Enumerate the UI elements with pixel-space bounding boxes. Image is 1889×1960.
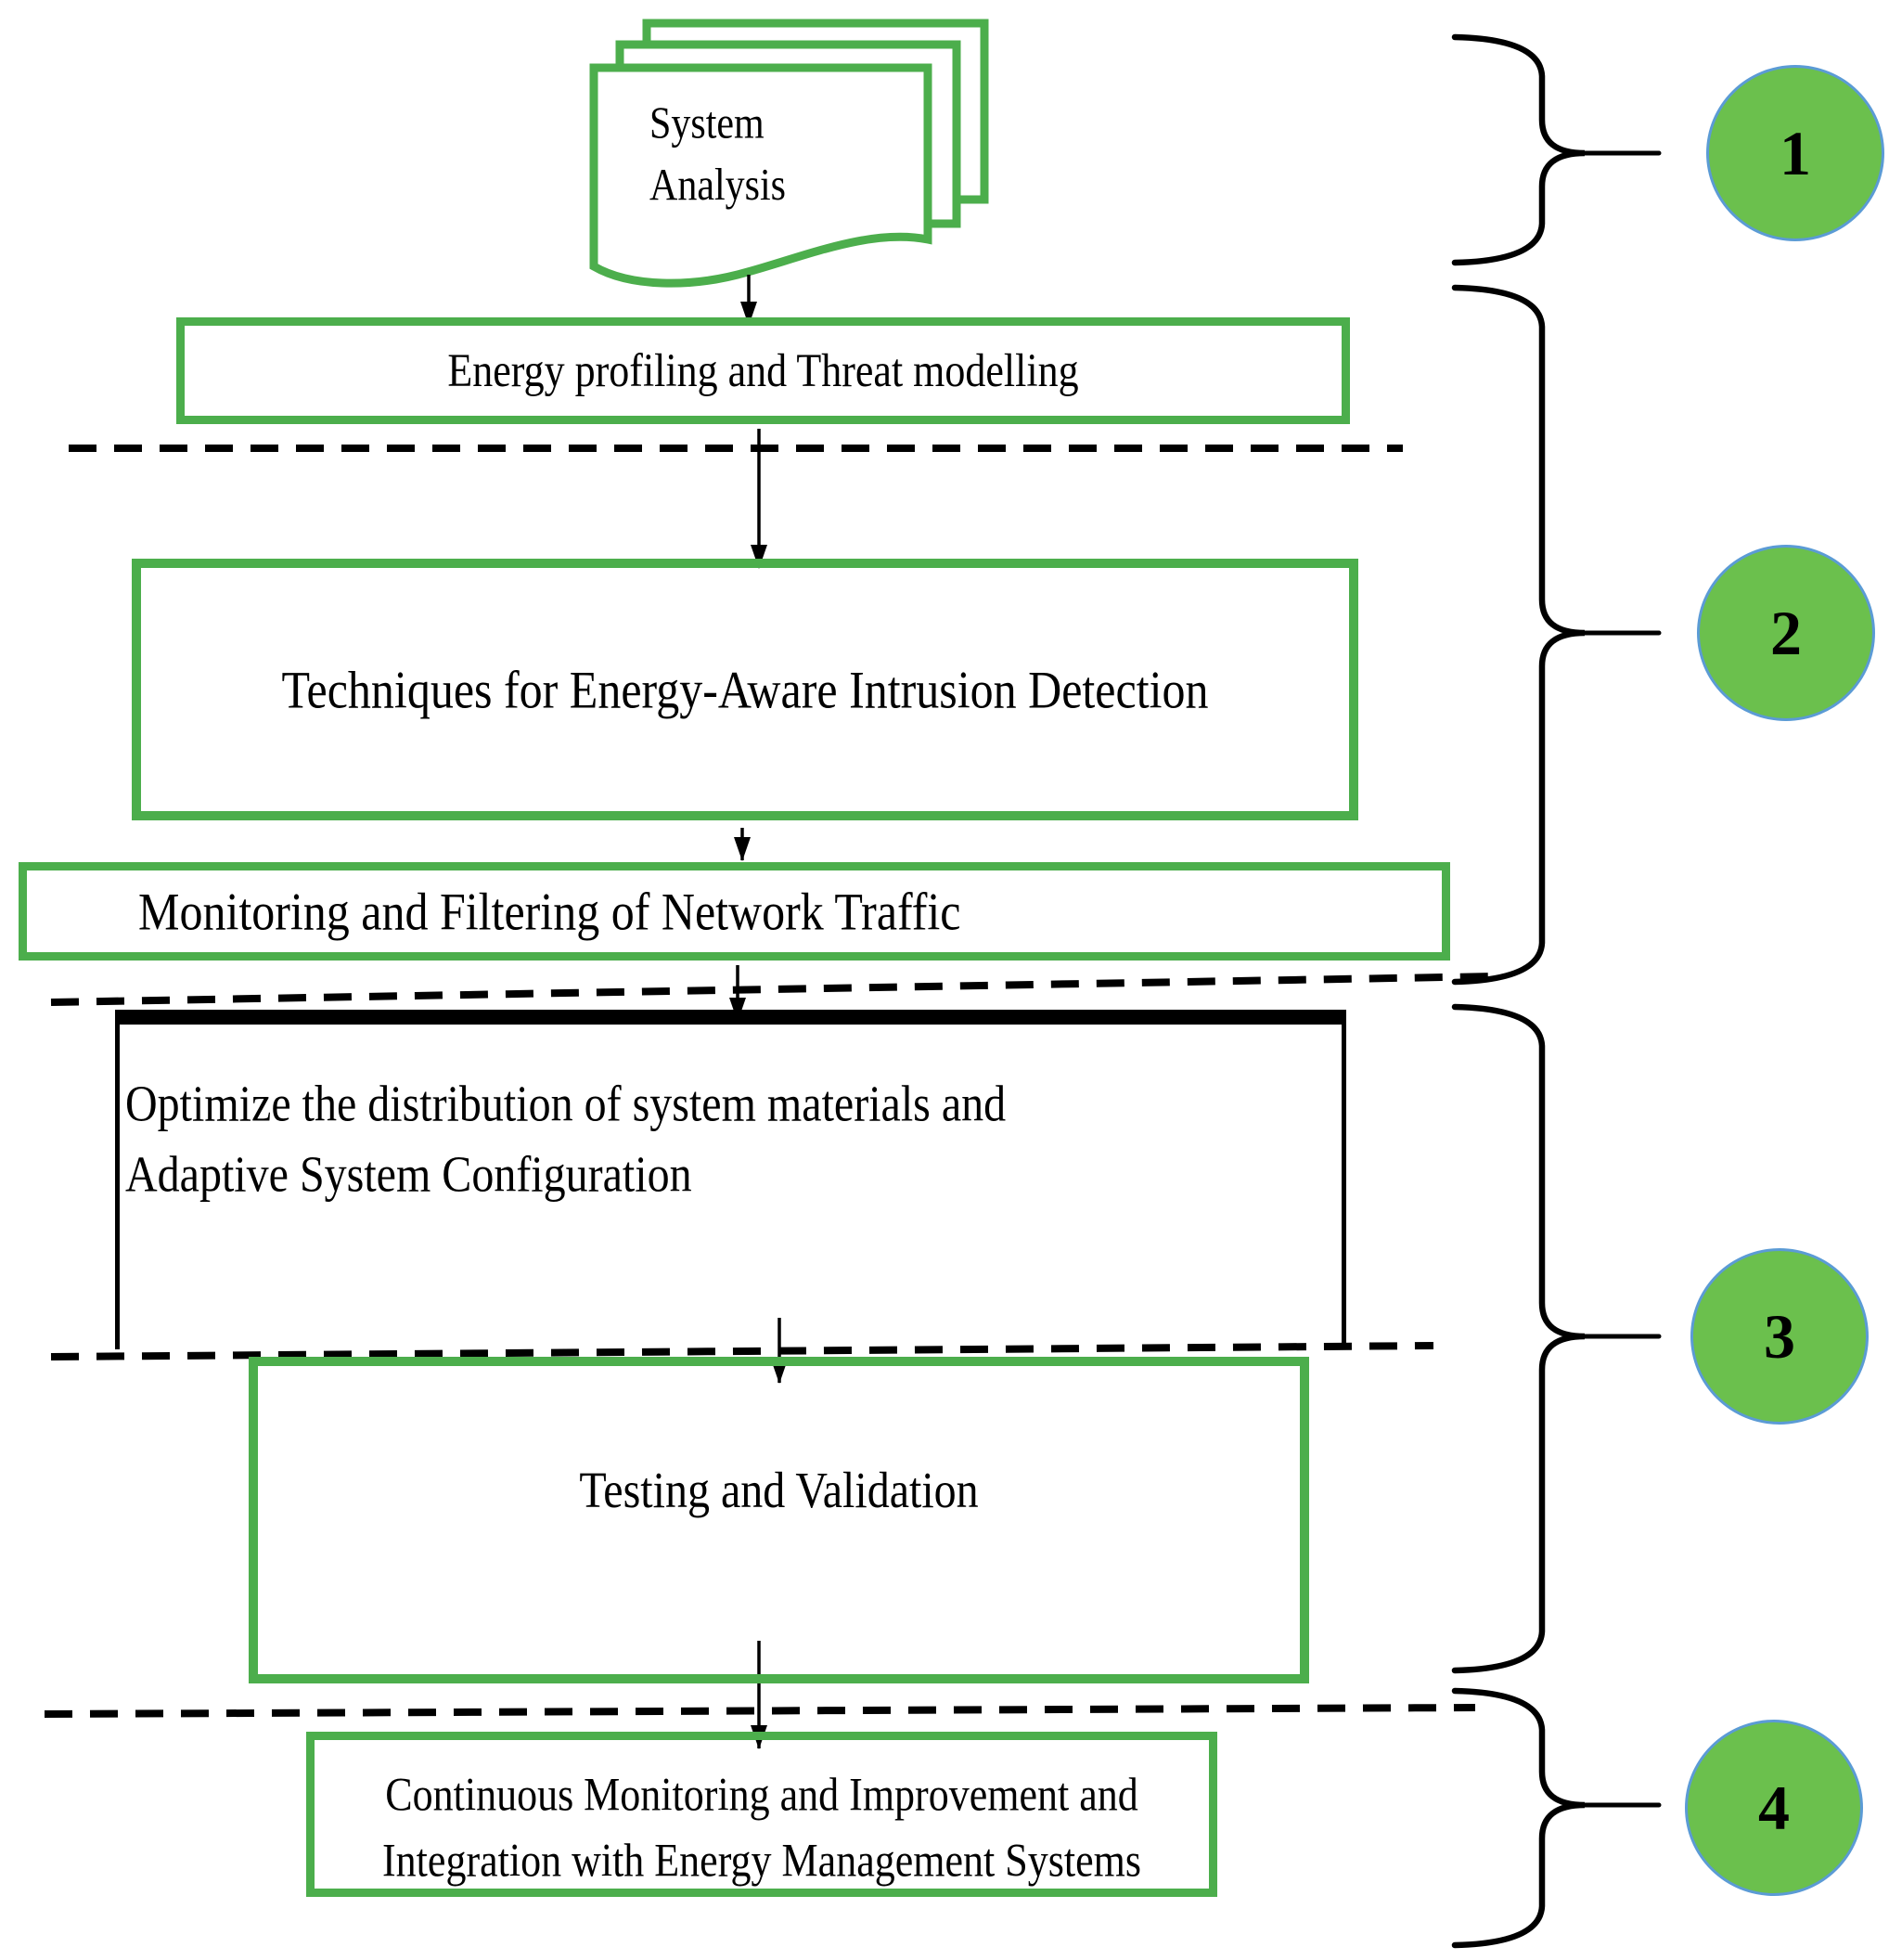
node-techniques-label: Techniques for Energy-Aware Intrusion De… bbox=[281, 659, 1209, 720]
node-testing: Testing and Validation bbox=[249, 1357, 1309, 1683]
phase-brace-2 bbox=[1451, 284, 1586, 986]
phase-badge-3: 3 bbox=[1690, 1248, 1869, 1425]
phase-separators bbox=[44, 445, 1497, 1718]
phase-badge-2: 2 bbox=[1697, 545, 1875, 721]
phase-brace-4 bbox=[1451, 1687, 1586, 1949]
node-energy-profiling-label: Energy profiling and Threat modelling bbox=[447, 344, 1079, 397]
phase-separator-2 bbox=[50, 973, 1497, 1006]
phase-number-3: 3 bbox=[1764, 1300, 1795, 1372]
document-page-front bbox=[589, 63, 932, 288]
phase-number-1: 1 bbox=[1780, 117, 1811, 188]
phase-separator-4 bbox=[44, 1704, 1476, 1718]
multi-document-shape bbox=[589, 19, 989, 288]
system-analysis-line-1: System bbox=[649, 98, 765, 148]
node-energy-profiling: Energy profiling and Threat modelling bbox=[176, 317, 1350, 424]
node-system-analysis-label: System Analysis bbox=[649, 93, 909, 216]
phase-badge-1: 1 bbox=[1706, 65, 1884, 241]
node-techniques: Techniques for Energy-Aware Intrusion De… bbox=[132, 559, 1358, 820]
phase-separator-3 bbox=[50, 1342, 1434, 1360]
phase-brace-1 bbox=[1451, 33, 1586, 266]
node-continuous-label: Continuous Monitoring and Improvement an… bbox=[315, 1729, 1209, 1900]
optimize-line-1: Optimize the distribution of system mate… bbox=[125, 1076, 1007, 1133]
node-optimize-label: Optimize the distribution of system mate… bbox=[120, 1025, 1342, 1210]
flow-arrows bbox=[729, 275, 788, 1749]
node-testing-label: Testing and Validation bbox=[579, 1462, 979, 1519]
phase-number-4: 4 bbox=[1758, 1772, 1790, 1843]
node-continuous: Continuous Monitoring and Improvement an… bbox=[306, 1732, 1217, 1897]
continuous-line-1: Continuous Monitoring and Improvement an… bbox=[385, 1768, 1138, 1821]
node-monitoring: Monitoring and Filtering of Network Traf… bbox=[19, 862, 1450, 961]
phase-number-2: 2 bbox=[1770, 597, 1802, 668]
node-monitoring-label: Monitoring and Filtering of Network Traf… bbox=[138, 881, 961, 942]
node-optimize: Optimize the distribution of system mate… bbox=[115, 1010, 1346, 1349]
system-analysis-line-2: Analysis bbox=[649, 161, 786, 211]
optimize-line-2: Adaptive System Configuration bbox=[125, 1146, 692, 1204]
phase-brace-3 bbox=[1451, 1003, 1586, 1674]
phase-badge-4: 4 bbox=[1685, 1720, 1863, 1896]
continuous-line-2: Integration with Energy Management Syste… bbox=[382, 1834, 1141, 1888]
phase-braces bbox=[1451, 33, 1662, 1949]
